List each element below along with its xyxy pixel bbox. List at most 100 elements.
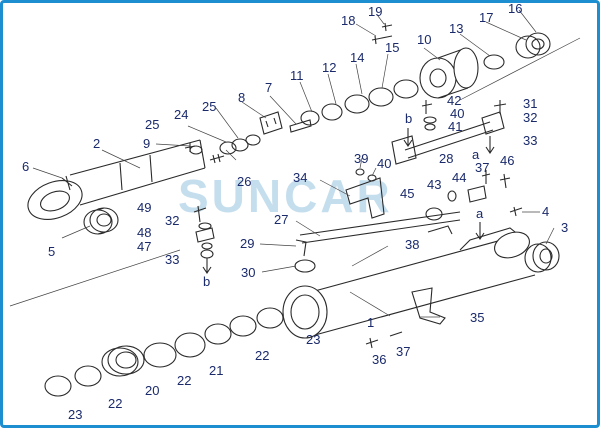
- ref-b-lower: b: [203, 274, 210, 289]
- callout-46: 46: [500, 153, 514, 168]
- washer-19: [381, 22, 393, 32]
- callout-9: 9: [143, 136, 150, 151]
- bracket-34: [345, 177, 385, 219]
- callout-16: 16: [508, 1, 522, 16]
- watermark: SUNCAR: [178, 170, 393, 222]
- seal-rings-lower: [44, 307, 284, 397]
- ring-33: [200, 249, 214, 259]
- callout-41: 41: [448, 119, 462, 134]
- callout-35: 35: [470, 310, 484, 325]
- block-30: [294, 259, 316, 273]
- screw-18: [371, 35, 393, 45]
- arrow-a-lower: [475, 222, 485, 240]
- pipe-27: [299, 211, 461, 244]
- callout-5: 5: [48, 244, 55, 259]
- callout-42: 42: [447, 93, 461, 108]
- callout-40b: 40: [377, 156, 391, 171]
- arrow-a-upper: [485, 136, 495, 154]
- pipe-28: [391, 111, 505, 165]
- callout-2: 2: [93, 136, 100, 151]
- callout-21: 21: [209, 363, 223, 378]
- callout-47: 47: [137, 239, 151, 254]
- callout-40a: 40: [450, 106, 464, 121]
- callout-22b: 22: [177, 373, 191, 388]
- washer-32: [198, 222, 212, 230]
- seal-rings-upper: [219, 79, 419, 155]
- cylinder-tube: [282, 227, 536, 339]
- callout-23b: 23: [68, 407, 82, 422]
- axis-line-top: [459, 37, 581, 101]
- callout-30: 30: [241, 265, 255, 280]
- callout-36: 36: [372, 352, 386, 367]
- callout-15: 15: [385, 40, 399, 55]
- plate-8: [259, 111, 283, 135]
- callout-25a: 25: [202, 99, 216, 114]
- callout-38: 38: [405, 237, 419, 252]
- callout-34: 34: [293, 170, 307, 185]
- callout-37a: 37: [475, 160, 489, 175]
- callout-7: 7: [265, 80, 272, 95]
- callout-26: 26: [237, 174, 251, 189]
- bolt-26: [209, 153, 225, 164]
- fitting-44: [467, 185, 487, 203]
- bolt-49: [193, 205, 207, 223]
- bushing-3: [524, 241, 560, 273]
- callout-27: 27: [274, 212, 288, 227]
- bolt-42: [421, 100, 433, 114]
- nut-16: [515, 32, 551, 59]
- bracket-35: [411, 287, 446, 325]
- callout-49: 49: [137, 200, 151, 215]
- callout-18: 18: [341, 13, 355, 28]
- callout-17: 17: [479, 10, 493, 25]
- callout-22a: 22: [255, 348, 269, 363]
- callout-22c: 22: [108, 396, 122, 411]
- pin-7: [289, 119, 312, 133]
- callout-14: 14: [350, 50, 364, 65]
- ref-a-lower: a: [476, 206, 484, 221]
- ref-a-upper: a: [472, 147, 480, 162]
- callout-6: 6: [22, 159, 29, 174]
- callout-labels: 1 2 3 4 5 6 7 8 9 10 11 12 13 14 15 16 1…: [22, 1, 568, 422]
- callout-10: 10: [417, 32, 431, 47]
- arrow-b-upper: [403, 128, 413, 147]
- callout-37b: 37: [396, 344, 410, 359]
- washer-41: [424, 123, 436, 131]
- callout-19: 19: [368, 4, 382, 19]
- callout-3: 3: [561, 220, 568, 235]
- callout-25b: 25: [145, 117, 159, 132]
- callout-33a: 33: [523, 133, 537, 148]
- washer-47: [201, 242, 213, 250]
- callout-23a: 23: [306, 332, 320, 347]
- ring-13: [483, 54, 505, 70]
- bushing-5: [83, 207, 119, 235]
- clamp-48: [195, 227, 215, 243]
- bolt-46: [499, 173, 511, 189]
- washer-43: [447, 190, 457, 202]
- bolt-37a: [481, 170, 491, 184]
- fitting-6: [61, 175, 73, 191]
- callout-45: 45: [400, 186, 414, 201]
- bolt-31: [493, 100, 507, 114]
- piston-rod: [27, 139, 206, 220]
- nut-39: [355, 168, 365, 176]
- callout-39: 39: [354, 151, 368, 166]
- callout-11: 11: [290, 68, 304, 83]
- washer-40a: [423, 116, 437, 124]
- washer-40b: [367, 174, 377, 182]
- ref-b-upper: b: [405, 111, 412, 126]
- callout-28: 28: [439, 151, 453, 166]
- arrow-b-lower: [202, 258, 212, 274]
- callout-12: 12: [322, 60, 336, 75]
- callout-8: 8: [238, 90, 245, 105]
- callout-13: 13: [449, 21, 463, 36]
- callout-44: 44: [452, 170, 466, 185]
- callout-48: 48: [137, 225, 151, 240]
- callout-24: 24: [174, 107, 188, 122]
- callout-32b: 32: [165, 213, 179, 228]
- clamp-45: [425, 207, 443, 221]
- callout-43: 43: [427, 177, 441, 192]
- bolt-29: [295, 239, 307, 257]
- axis-line-lower: [9, 249, 181, 307]
